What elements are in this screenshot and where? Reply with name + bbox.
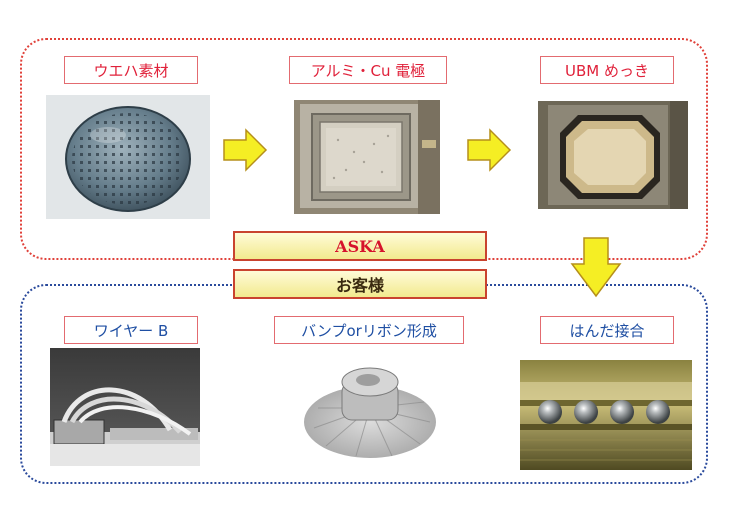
step-label-bump: バンプorリボン形成 <box>274 316 464 344</box>
solder-joint-photo <box>520 360 692 470</box>
ubm-plating-photo <box>538 101 688 209</box>
customer-band: お客様 <box>233 269 487 299</box>
wafer-photo <box>46 95 210 219</box>
step-label-solder: はんだ接合 <box>540 316 674 344</box>
arrow-down-icon <box>570 237 622 298</box>
wire-bonding-photo <box>50 348 200 466</box>
bump-photo <box>296 358 442 462</box>
step-label-wafer: ウエハ素材 <box>64 56 198 84</box>
step-label-wire-bonding: ワイヤー B <box>64 316 198 344</box>
arrow-right-icon <box>467 128 512 172</box>
step-label-ubm: UBM めっき <box>540 56 674 84</box>
electrode-pad-photo <box>294 100 440 214</box>
aska-band: ASKA <box>233 231 487 261</box>
step-label-electrode: アルミ・Cu 電極 <box>289 56 447 84</box>
arrow-right-icon <box>223 128 268 172</box>
